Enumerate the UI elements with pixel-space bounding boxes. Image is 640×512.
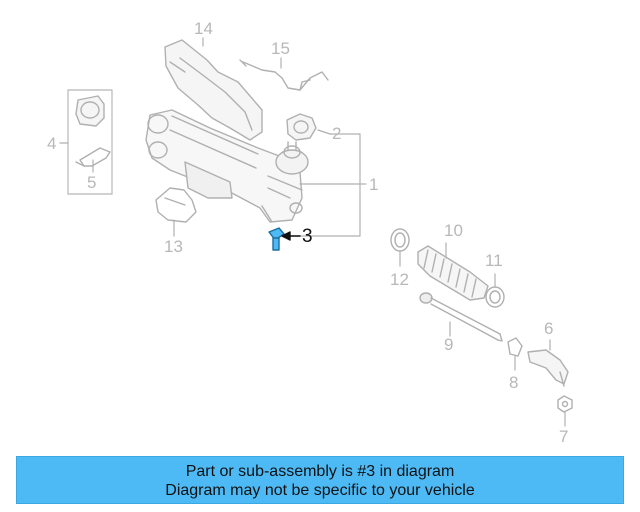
part-7-nut[interactable] bbox=[557, 395, 573, 413]
callout-1: 1 bbox=[369, 175, 379, 194]
callout-12: 12 bbox=[390, 270, 409, 289]
part-14-heat-shield[interactable] bbox=[164, 39, 263, 141]
callout-6: 6 bbox=[544, 319, 554, 338]
part-10-boot[interactable] bbox=[417, 245, 489, 301]
part-4-mount-bushing[interactable] bbox=[67, 89, 113, 195]
callout-15: 15 bbox=[271, 39, 290, 58]
parts-diagram bbox=[59, 37, 573, 427]
callout-7: 7 bbox=[559, 427, 569, 446]
callout-4: 4 bbox=[47, 134, 57, 153]
part-12-clamp[interactable] bbox=[390, 228, 410, 252]
callout-3-arrow bbox=[281, 231, 301, 241]
callout-8: 8 bbox=[509, 373, 519, 392]
part-8-nut[interactable] bbox=[507, 337, 523, 357]
part-9-inner-tie-rod[interactable] bbox=[419, 292, 503, 342]
part-11-clamp[interactable] bbox=[485, 286, 505, 308]
part-5-mount-bracket[interactable] bbox=[75, 147, 111, 167]
part-15-wire-harness[interactable] bbox=[239, 59, 329, 91]
part-3-bolt[interactable] bbox=[268, 227, 285, 251]
leader-lines bbox=[59, 37, 566, 427]
caption-line-1: Part or sub-assembly is #3 in diagram bbox=[185, 463, 455, 480]
callout-3: 3 bbox=[302, 226, 313, 247]
part-2-grommet[interactable] bbox=[286, 113, 317, 141]
callout-13: 13 bbox=[164, 237, 183, 256]
callout-9: 9 bbox=[444, 335, 454, 354]
part-6-tie-rod-end[interactable] bbox=[527, 349, 569, 387]
callout-5: 5 bbox=[87, 173, 97, 192]
caption-banner: Part or sub-assembly is #3 in diagram Di… bbox=[16, 456, 624, 504]
callout-10: 10 bbox=[444, 221, 463, 240]
part-13-lower-shield[interactable] bbox=[155, 187, 197, 223]
callout-2: 2 bbox=[332, 124, 342, 143]
callout-14: 14 bbox=[194, 19, 213, 38]
caption-line-2: Diagram may not be specific to your vehi… bbox=[165, 482, 475, 499]
callout-11: 11 bbox=[485, 251, 503, 270]
part-1-steering-gear[interactable] bbox=[145, 109, 309, 223]
